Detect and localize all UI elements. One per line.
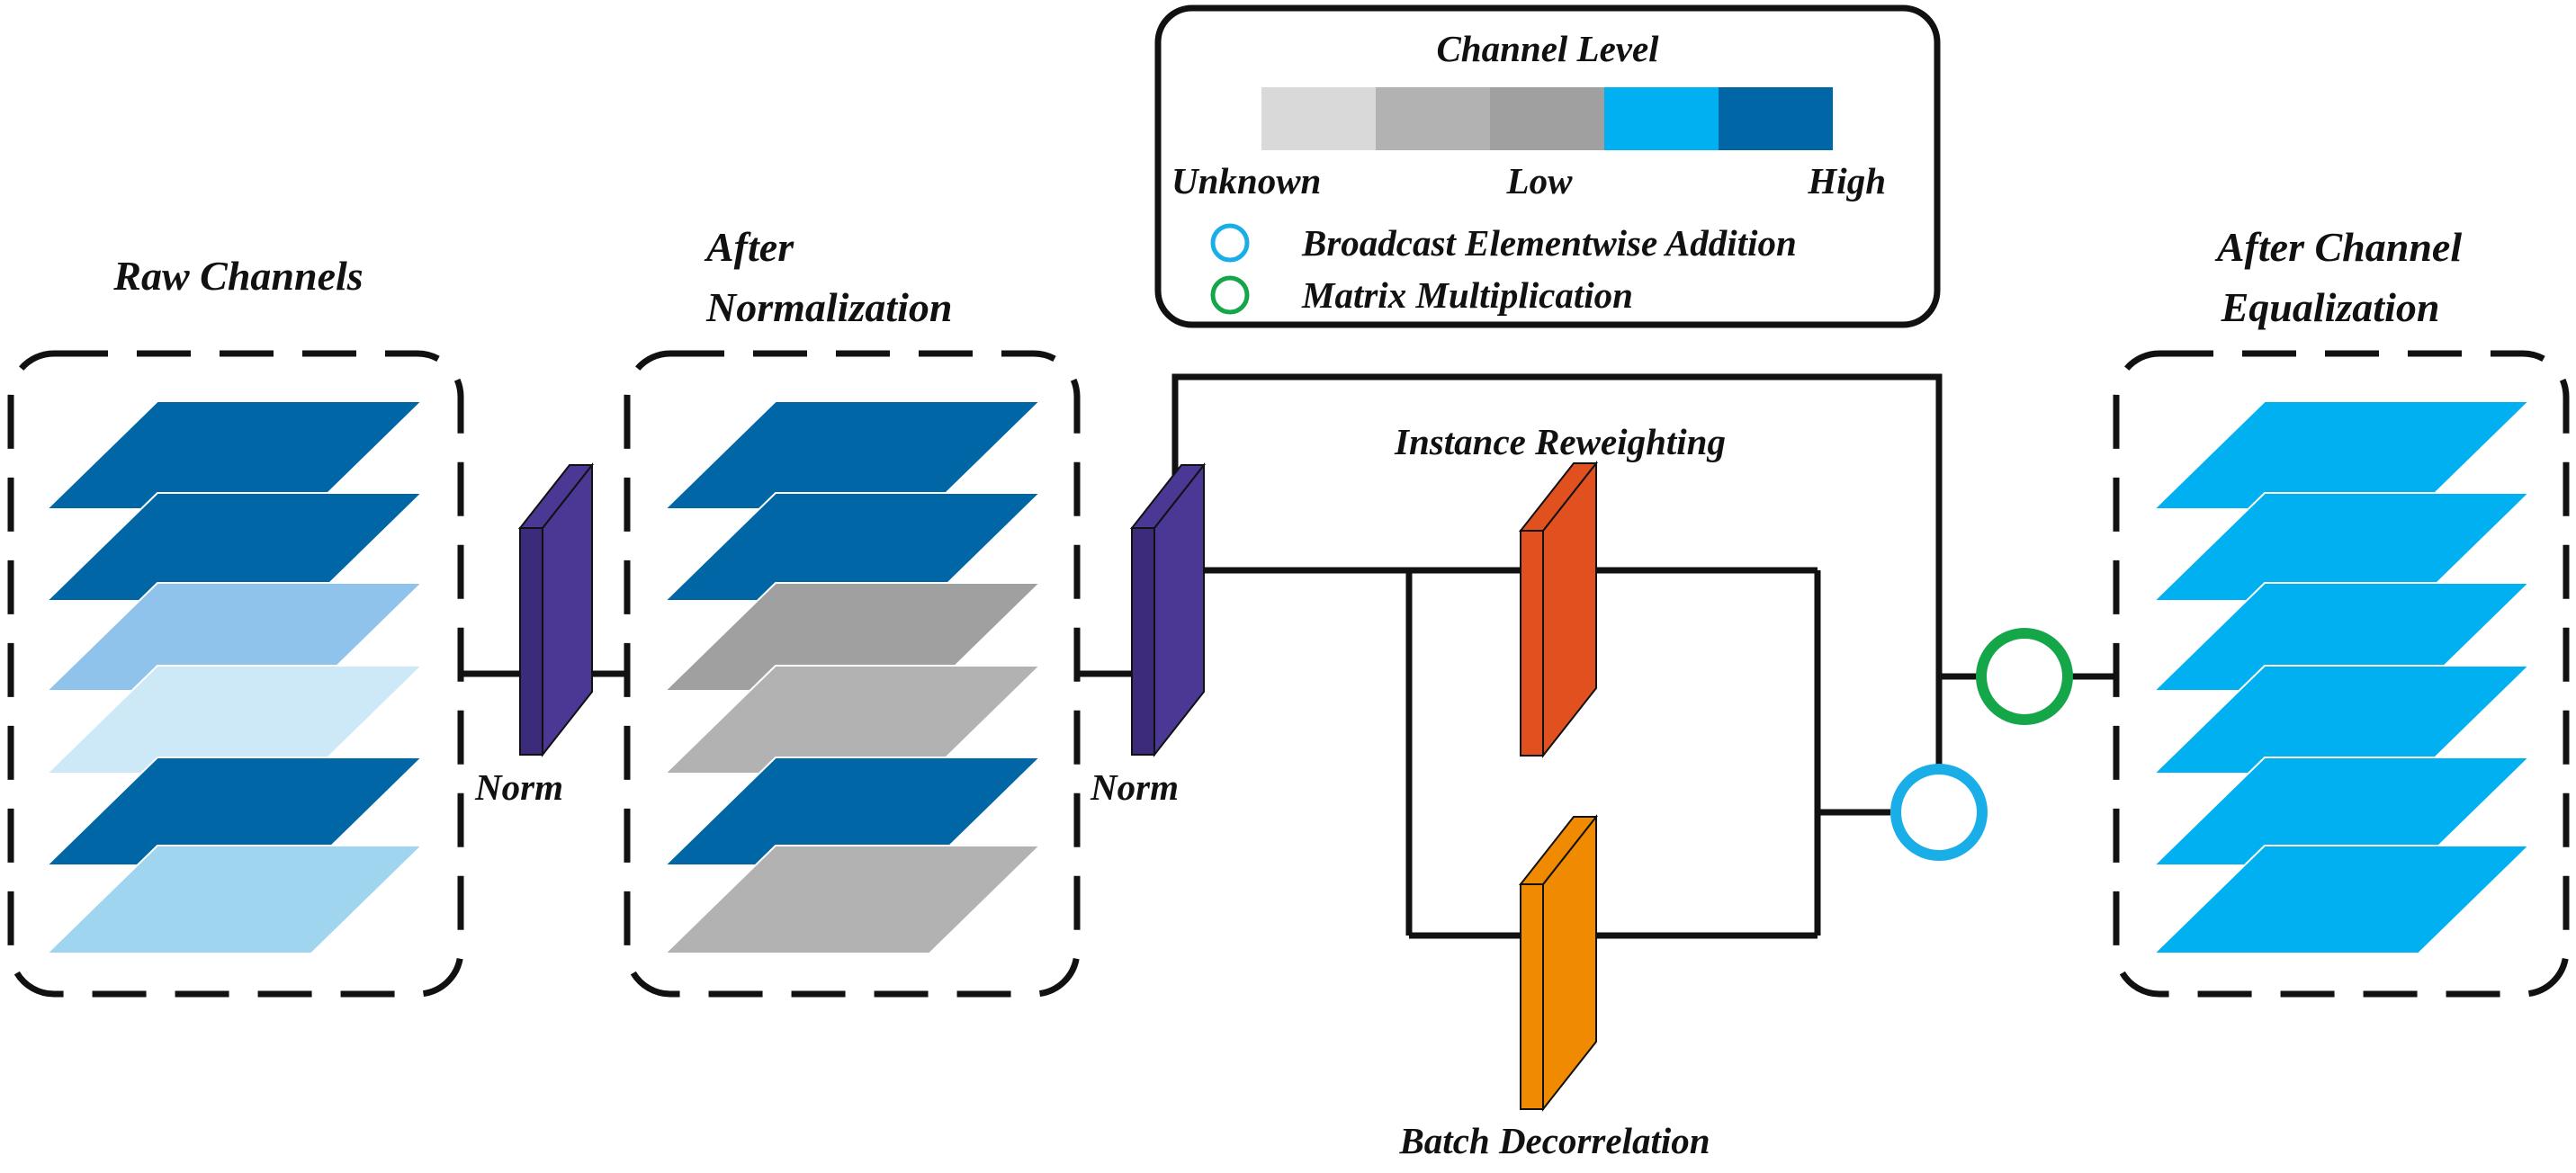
normalized-title-line1: After	[704, 224, 794, 270]
legend-scale-swatch	[1261, 87, 1376, 150]
multiplication-icon	[1210, 275, 1250, 315]
norm-label-2: Norm	[1090, 766, 1179, 808]
channel-layer	[44, 845, 425, 954]
legend-scale-swatch	[1604, 87, 1719, 150]
legend: Channel Level Unknown Low High Broadcast…	[1154, 4, 1941, 328]
equalized-channel-stack	[2151, 400, 2532, 954]
legend-label-low: Low	[1506, 160, 1574, 201]
norm-block-2-front	[1131, 527, 1155, 756]
norm-block-1-front	[519, 527, 543, 756]
batch-decorrelation-front	[1520, 883, 1544, 1110]
legend-scale-swatch	[1490, 87, 1604, 150]
wire-skip-connection	[1171, 373, 1943, 774]
channel-layer	[2151, 845, 2532, 954]
legend-label-high: High	[1807, 160, 1886, 201]
equalized-title-line2: Equalization	[2221, 284, 2440, 330]
instance-reweighting-front	[1520, 530, 1544, 757]
legend-addition-label: Broadcast Elementwise Addition	[1301, 222, 1797, 264]
addition-icon	[1210, 223, 1250, 263]
legend-multiplication-label: Matrix Multiplication	[1301, 274, 1633, 316]
batch-decorrelation-block	[1518, 814, 1599, 1112]
batch-decorrelation-label: Batch Decorrelation	[1398, 1120, 1710, 1161]
instance-reweighting-label: Instance Reweighting	[1394, 421, 1726, 462]
legend-title: Channel Level	[1436, 28, 1659, 69]
channel-layer	[662, 845, 1043, 954]
legend-scale-swatch	[1376, 87, 1490, 150]
normalized-channel-stack	[662, 400, 1043, 954]
equalized-title-line1: After Channel	[2214, 224, 2462, 270]
raw-channels-title: Raw Channels	[112, 253, 363, 299]
raw-channel-stack	[44, 400, 425, 954]
norm-block-1	[517, 462, 595, 757]
norm-block-2	[1129, 462, 1207, 757]
connection-lines	[461, 373, 2116, 939]
addition-operator-icon	[1890, 764, 1988, 861]
norm-label-1: Norm	[474, 766, 563, 808]
legend-label-unknown: Unknown	[1171, 160, 1321, 201]
multiplication-operator-icon	[1976, 628, 2073, 725]
legend-scale-swatch	[1719, 87, 1833, 150]
normalized-title-line2: Normalization	[705, 284, 953, 330]
channel-level-scale	[1261, 87, 1833, 150]
instance-reweighting-block	[1518, 461, 1599, 758]
